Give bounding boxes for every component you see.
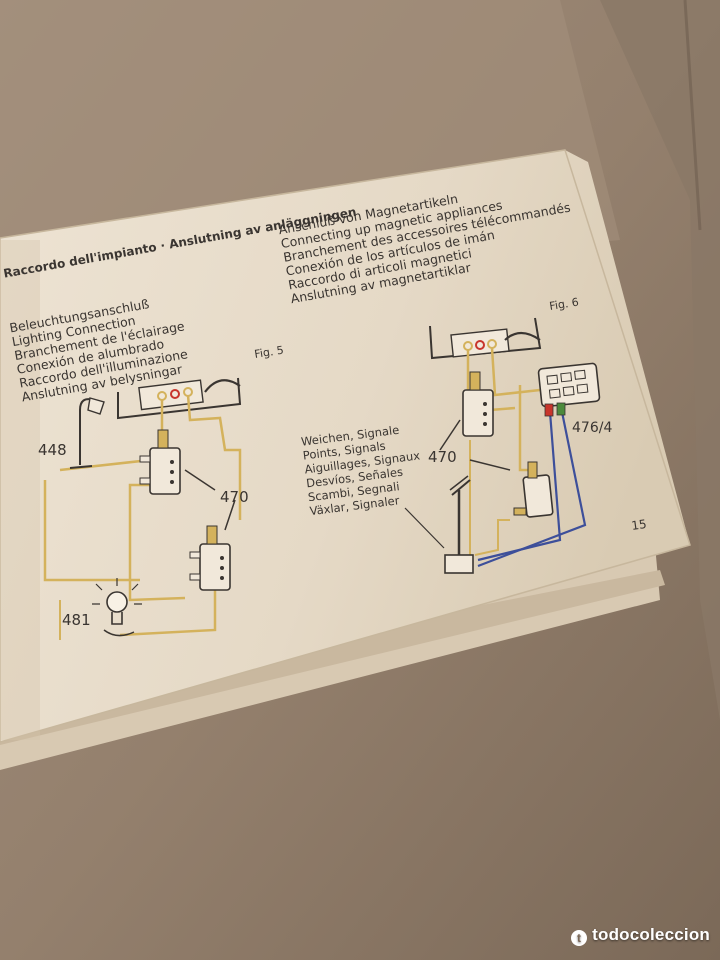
label-448: 448 [38,441,67,459]
watermark-logo-icon: t [571,930,588,946]
fig-5-label: Fig. 5 [253,343,284,360]
fig-5-wiring-diagram: 448 481 470 [38,377,249,640]
points-signals-caption: Weichen, Signale Points, Signals Aiguill… [300,423,421,518]
label-470-right: 470 [428,448,457,466]
label-481: 481 [62,611,91,629]
label-470-left: 470 [220,488,249,506]
fig-6-wiring-diagram: 470 476/4 [404,317,612,574]
watermark-text: todocoleccion [592,925,710,944]
page-number: 15 [630,517,647,533]
booklet-page [0,149,691,743]
fig-6-label: Fig. 6 [548,295,579,312]
label-476-4: 476/4 [572,420,612,436]
